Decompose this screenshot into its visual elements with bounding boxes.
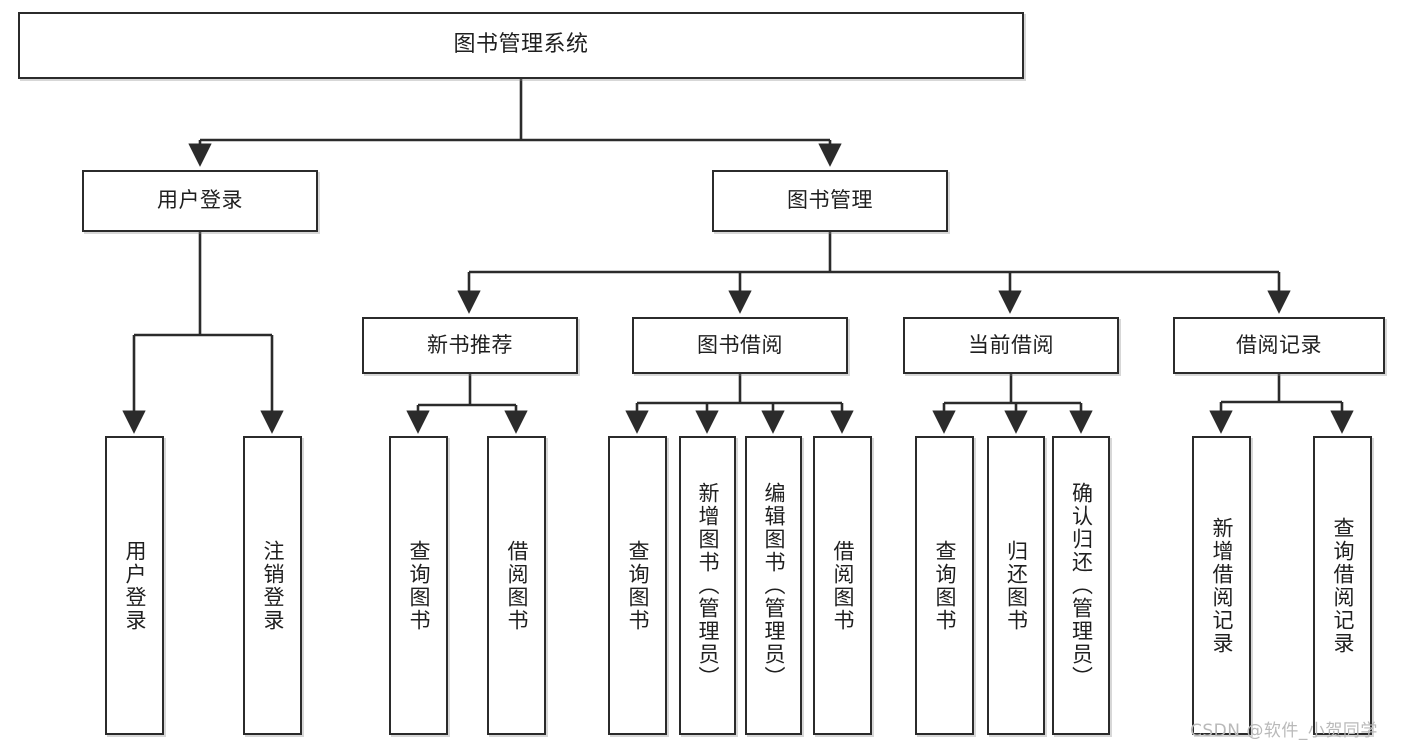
node-label: 新增图书（管理员） <box>696 482 720 689</box>
node-label: 图书管理系统 <box>453 32 589 58</box>
node-label: 新书推荐 <box>427 332 513 357</box>
node-label: 借阅图书 <box>831 539 855 632</box>
leaf-return-book[interactable]: 归还图书 <box>987 436 1045 735</box>
leaf-query-book-borrow[interactable]: 查询图书 <box>608 436 667 735</box>
node-label: 图书借阅 <box>697 332 783 357</box>
node-current-borrow[interactable]: 当前借阅 <box>903 317 1119 374</box>
node-label: 编辑图书（管理员） <box>762 482 786 689</box>
node-book-borrow[interactable]: 图书借阅 <box>632 317 848 374</box>
leaf-borrow-book-recommend[interactable]: 借阅图书 <box>487 436 546 735</box>
node-book-management-system[interactable]: 图书管理系统 <box>18 12 1024 79</box>
node-label: 查询借阅记录 <box>1331 516 1355 655</box>
leaf-confirm-return-admin[interactable]: 确认归还（管理员） <box>1052 436 1110 735</box>
leaf-query-borrow-record[interactable]: 查询借阅记录 <box>1313 436 1372 735</box>
node-label: 新增借阅记录 <box>1210 516 1234 655</box>
leaf-logout-login[interactable]: 注销登录 <box>243 436 302 735</box>
node-label: 当前借阅 <box>968 332 1054 357</box>
node-borrow-record[interactable]: 借阅记录 <box>1173 317 1385 374</box>
leaf-query-book-recommend[interactable]: 查询图书 <box>389 436 448 735</box>
leaf-add-borrow-record[interactable]: 新增借阅记录 <box>1192 436 1251 735</box>
leaf-user-login[interactable]: 用户登录 <box>105 436 164 735</box>
leaf-add-book-admin[interactable]: 新增图书（管理员） <box>679 436 736 735</box>
node-user-login[interactable]: 用户登录 <box>82 170 318 232</box>
node-label: 借阅图书 <box>505 539 529 632</box>
node-label: 确认归还（管理员） <box>1069 482 1094 689</box>
leaf-borrow-book[interactable]: 借阅图书 <box>813 436 872 735</box>
node-new-book-recommend[interactable]: 新书推荐 <box>362 317 578 374</box>
node-label: 归还图书 <box>1004 539 1029 632</box>
node-label: 查询图书 <box>626 539 650 632</box>
node-label: 用户登录 <box>123 539 147 632</box>
node-label: 查询图书 <box>933 539 957 632</box>
leaf-edit-book-admin[interactable]: 编辑图书（管理员） <box>745 436 802 735</box>
node-label: 图书管理 <box>787 188 873 213</box>
node-label: 查询图书 <box>407 539 431 632</box>
node-label: 借阅记录 <box>1236 332 1322 357</box>
leaf-query-book-current[interactable]: 查询图书 <box>915 436 974 735</box>
node-label: 用户登录 <box>157 188 243 213</box>
node-label: 注销登录 <box>261 539 285 632</box>
node-book-management[interactable]: 图书管理 <box>712 170 948 232</box>
